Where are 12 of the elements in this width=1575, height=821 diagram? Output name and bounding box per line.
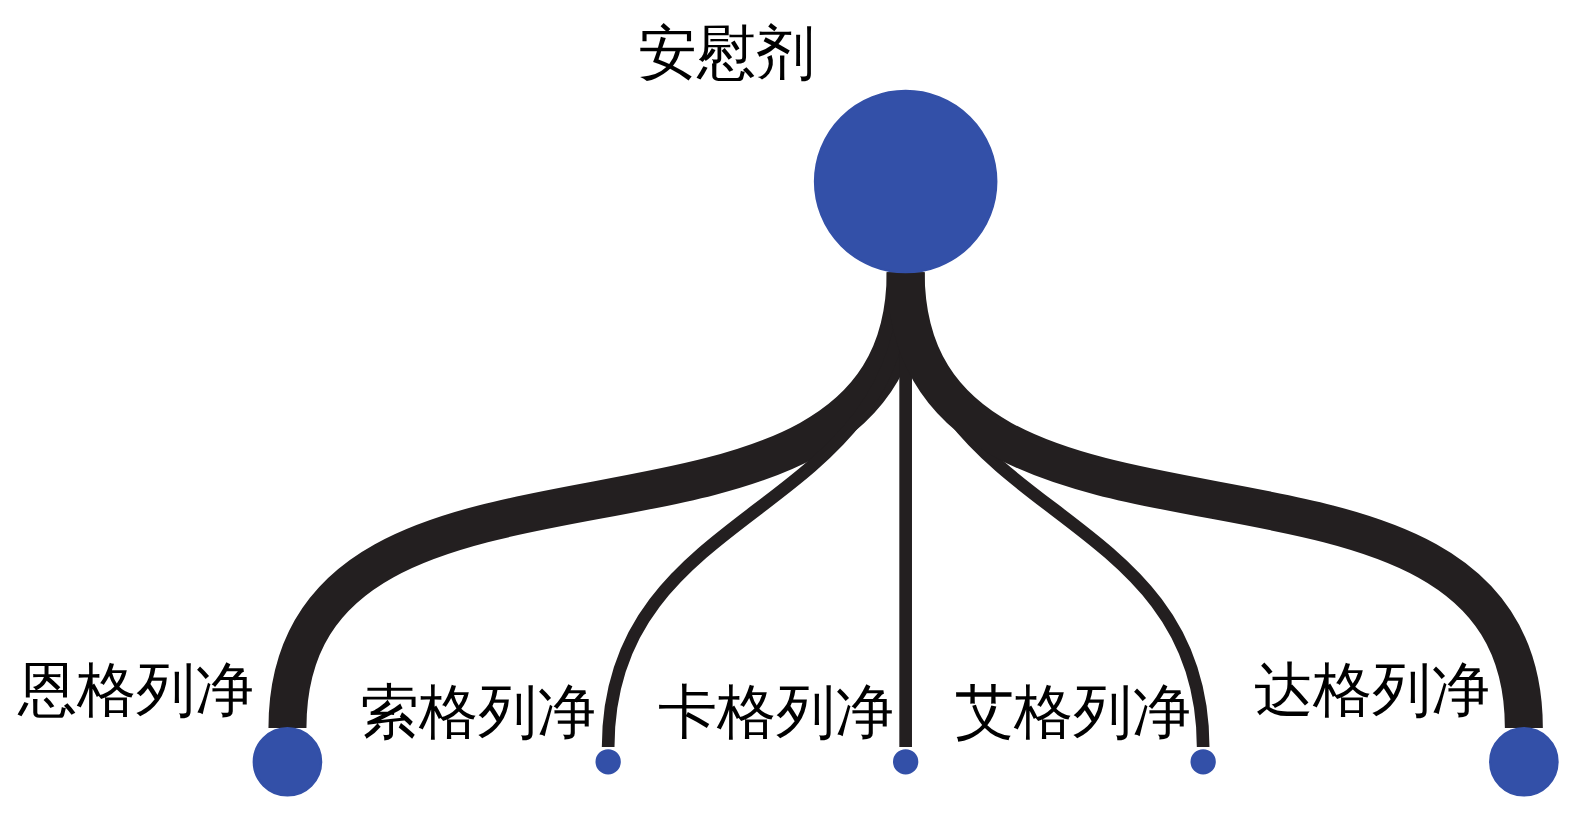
node-circle: [595, 749, 621, 775]
node-label: 艾格列净: [955, 677, 1192, 747]
node-circle: [893, 749, 919, 775]
node-circle: [252, 727, 323, 797]
node-label: 索格列净: [360, 677, 597, 747]
node-label: 安慰剂: [637, 17, 815, 87]
node-label: 达格列净: [1253, 654, 1490, 724]
node-circle: [1190, 749, 1216, 775]
node-label: 恩格列净: [17, 654, 254, 724]
node-circle: [1489, 727, 1559, 797]
node-circle: [813, 89, 998, 274]
node-label: 卡格列净: [657, 677, 894, 747]
